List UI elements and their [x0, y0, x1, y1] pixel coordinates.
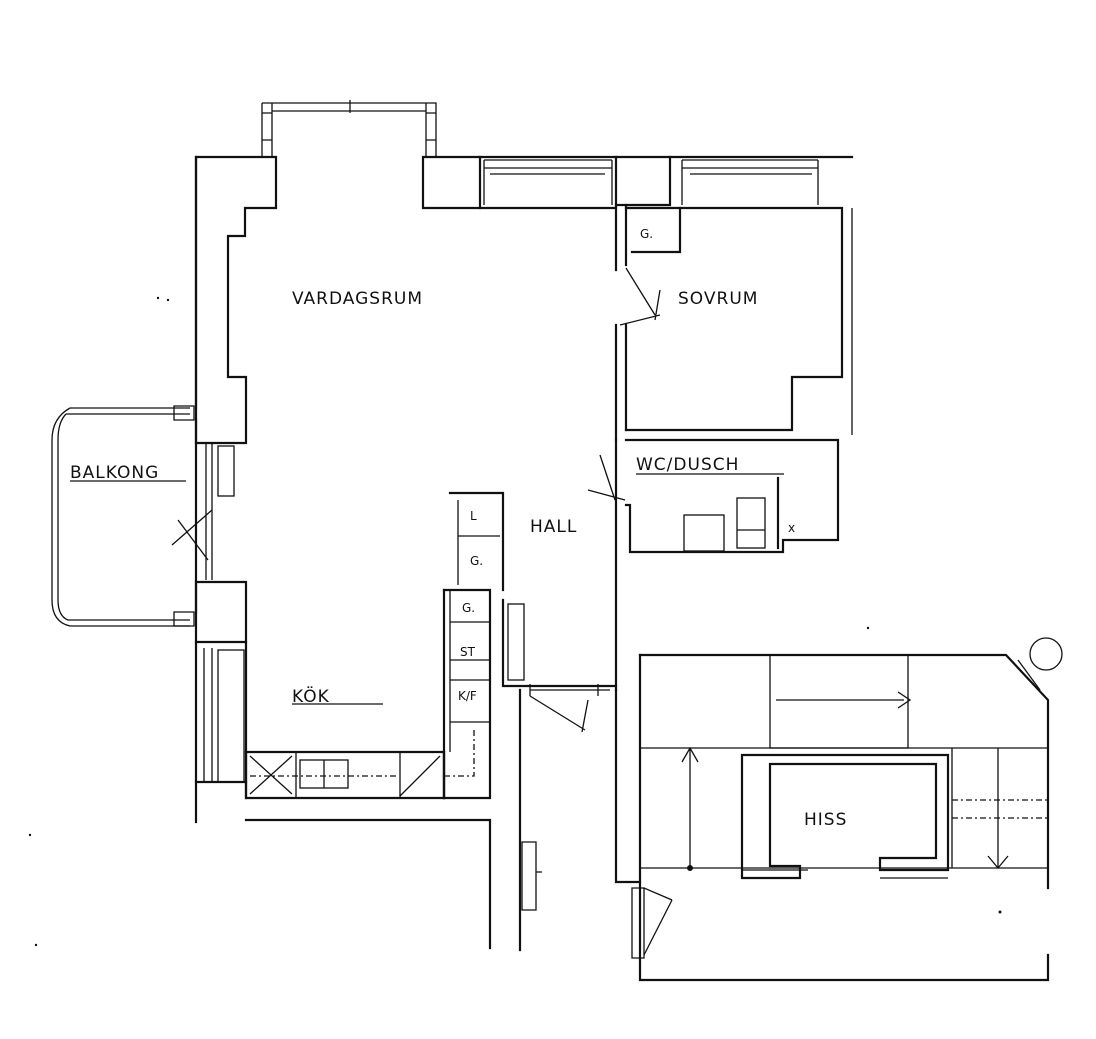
cabinet-label-kf-kok: K/F [458, 689, 477, 703]
kok-walls [194, 491, 505, 950]
sovrum-walls [619, 206, 853, 435]
cabinet-label-g-hall: G. [470, 554, 483, 568]
scan-marks [28, 296, 1002, 947]
hall-walls [501, 598, 618, 952]
cabinet-label-g-kok: G. [462, 601, 475, 615]
balkong [51, 405, 235, 627]
room-label-vardagsrum: VARDAGSRUM [292, 289, 423, 309]
room-label-hall: HALL [530, 517, 577, 537]
room-label-sovrum: SOVRUM [678, 289, 758, 309]
wc-dusch-walls [587, 438, 840, 554]
room-label-balkong: BALKONG [70, 463, 159, 483]
vardagsrum-walls [194, 155, 854, 692]
cabinet-label-x-wc: x [788, 521, 795, 535]
room-label-hiss: HISS [804, 810, 847, 830]
cabinet-label-st-kok: ST [460, 645, 476, 659]
top-windows [483, 159, 819, 205]
bay-window [261, 100, 437, 157]
room-label-wc-dusch: WC/DUSCH [636, 455, 739, 475]
stair-walls [614, 637, 1063, 982]
cabinet-label-g-sovrum: G. [640, 227, 653, 241]
cabinet-label-l-hall: L [470, 509, 477, 523]
room-label-kok: KÖK [292, 685, 330, 707]
